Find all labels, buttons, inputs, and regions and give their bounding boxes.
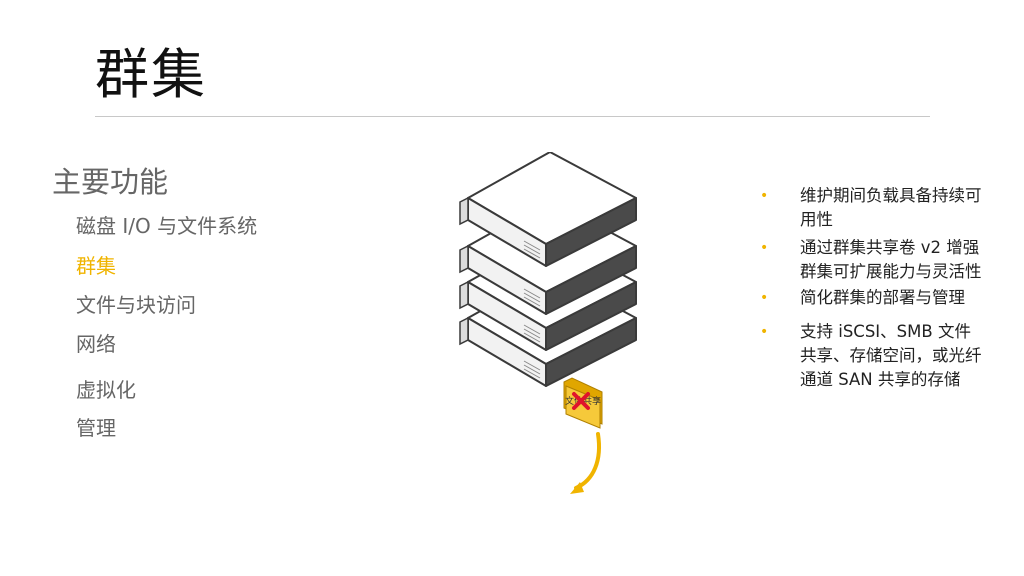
bullet-dot: • (760, 290, 769, 306)
bullet-item: • 简化群集的部署与管理 (758, 286, 983, 310)
slide-title: 群集 (95, 43, 207, 106)
error-x-icon (572, 392, 590, 410)
bullet-dot: • (760, 324, 769, 340)
cluster-illustration: 文件共享 (448, 151, 648, 502)
bullet-dot: • (760, 188, 769, 204)
bullet-text: 简化群集的部署与管理 (800, 288, 965, 307)
bullet-item: • 支持 iSCSI、SMB 文件共享、存储空间，或光纤通道 SAN 共享的存储 (758, 320, 983, 392)
nav-item-disk-io[interactable]: 磁盘 I/O 与文件系统 (76, 214, 258, 238)
nav-item-file-block-access[interactable]: 文件与块访问 (76, 293, 196, 317)
bullet-item: • 维护期间负载具备持续可用性 (758, 184, 983, 232)
server-stack-icon: 文件共享 (459, 151, 637, 494)
nav-item-cluster[interactable]: 群集 (76, 254, 116, 278)
bullet-text: 通过群集共享卷 v2 增强群集可扩展能力与灵活性 (800, 238, 982, 281)
curved-arrow-icon (570, 432, 601, 494)
bullet-text: 维护期间负载具备持续可用性 (800, 186, 982, 229)
bullet-text: 支持 iSCSI、SMB 文件共享、存储空间，或光纤通道 SAN 共享的存储 (800, 322, 982, 389)
title-divider (95, 116, 930, 117)
nav-item-virtualization[interactable]: 虚拟化 (76, 378, 136, 402)
nav-item-management[interactable]: 管理 (76, 416, 116, 440)
feature-bullet-list: • 维护期间负载具备持续可用性 • 通过群集共享卷 v2 增强群集可扩展能力与灵… (758, 184, 983, 394)
nav-item-network[interactable]: 网络 (76, 332, 116, 356)
bullet-dot: • (760, 240, 769, 256)
section-heading: 主要功能 (52, 165, 169, 199)
bullet-item: • 通过群集共享卷 v2 增强群集可扩展能力与灵活性 (758, 236, 983, 284)
